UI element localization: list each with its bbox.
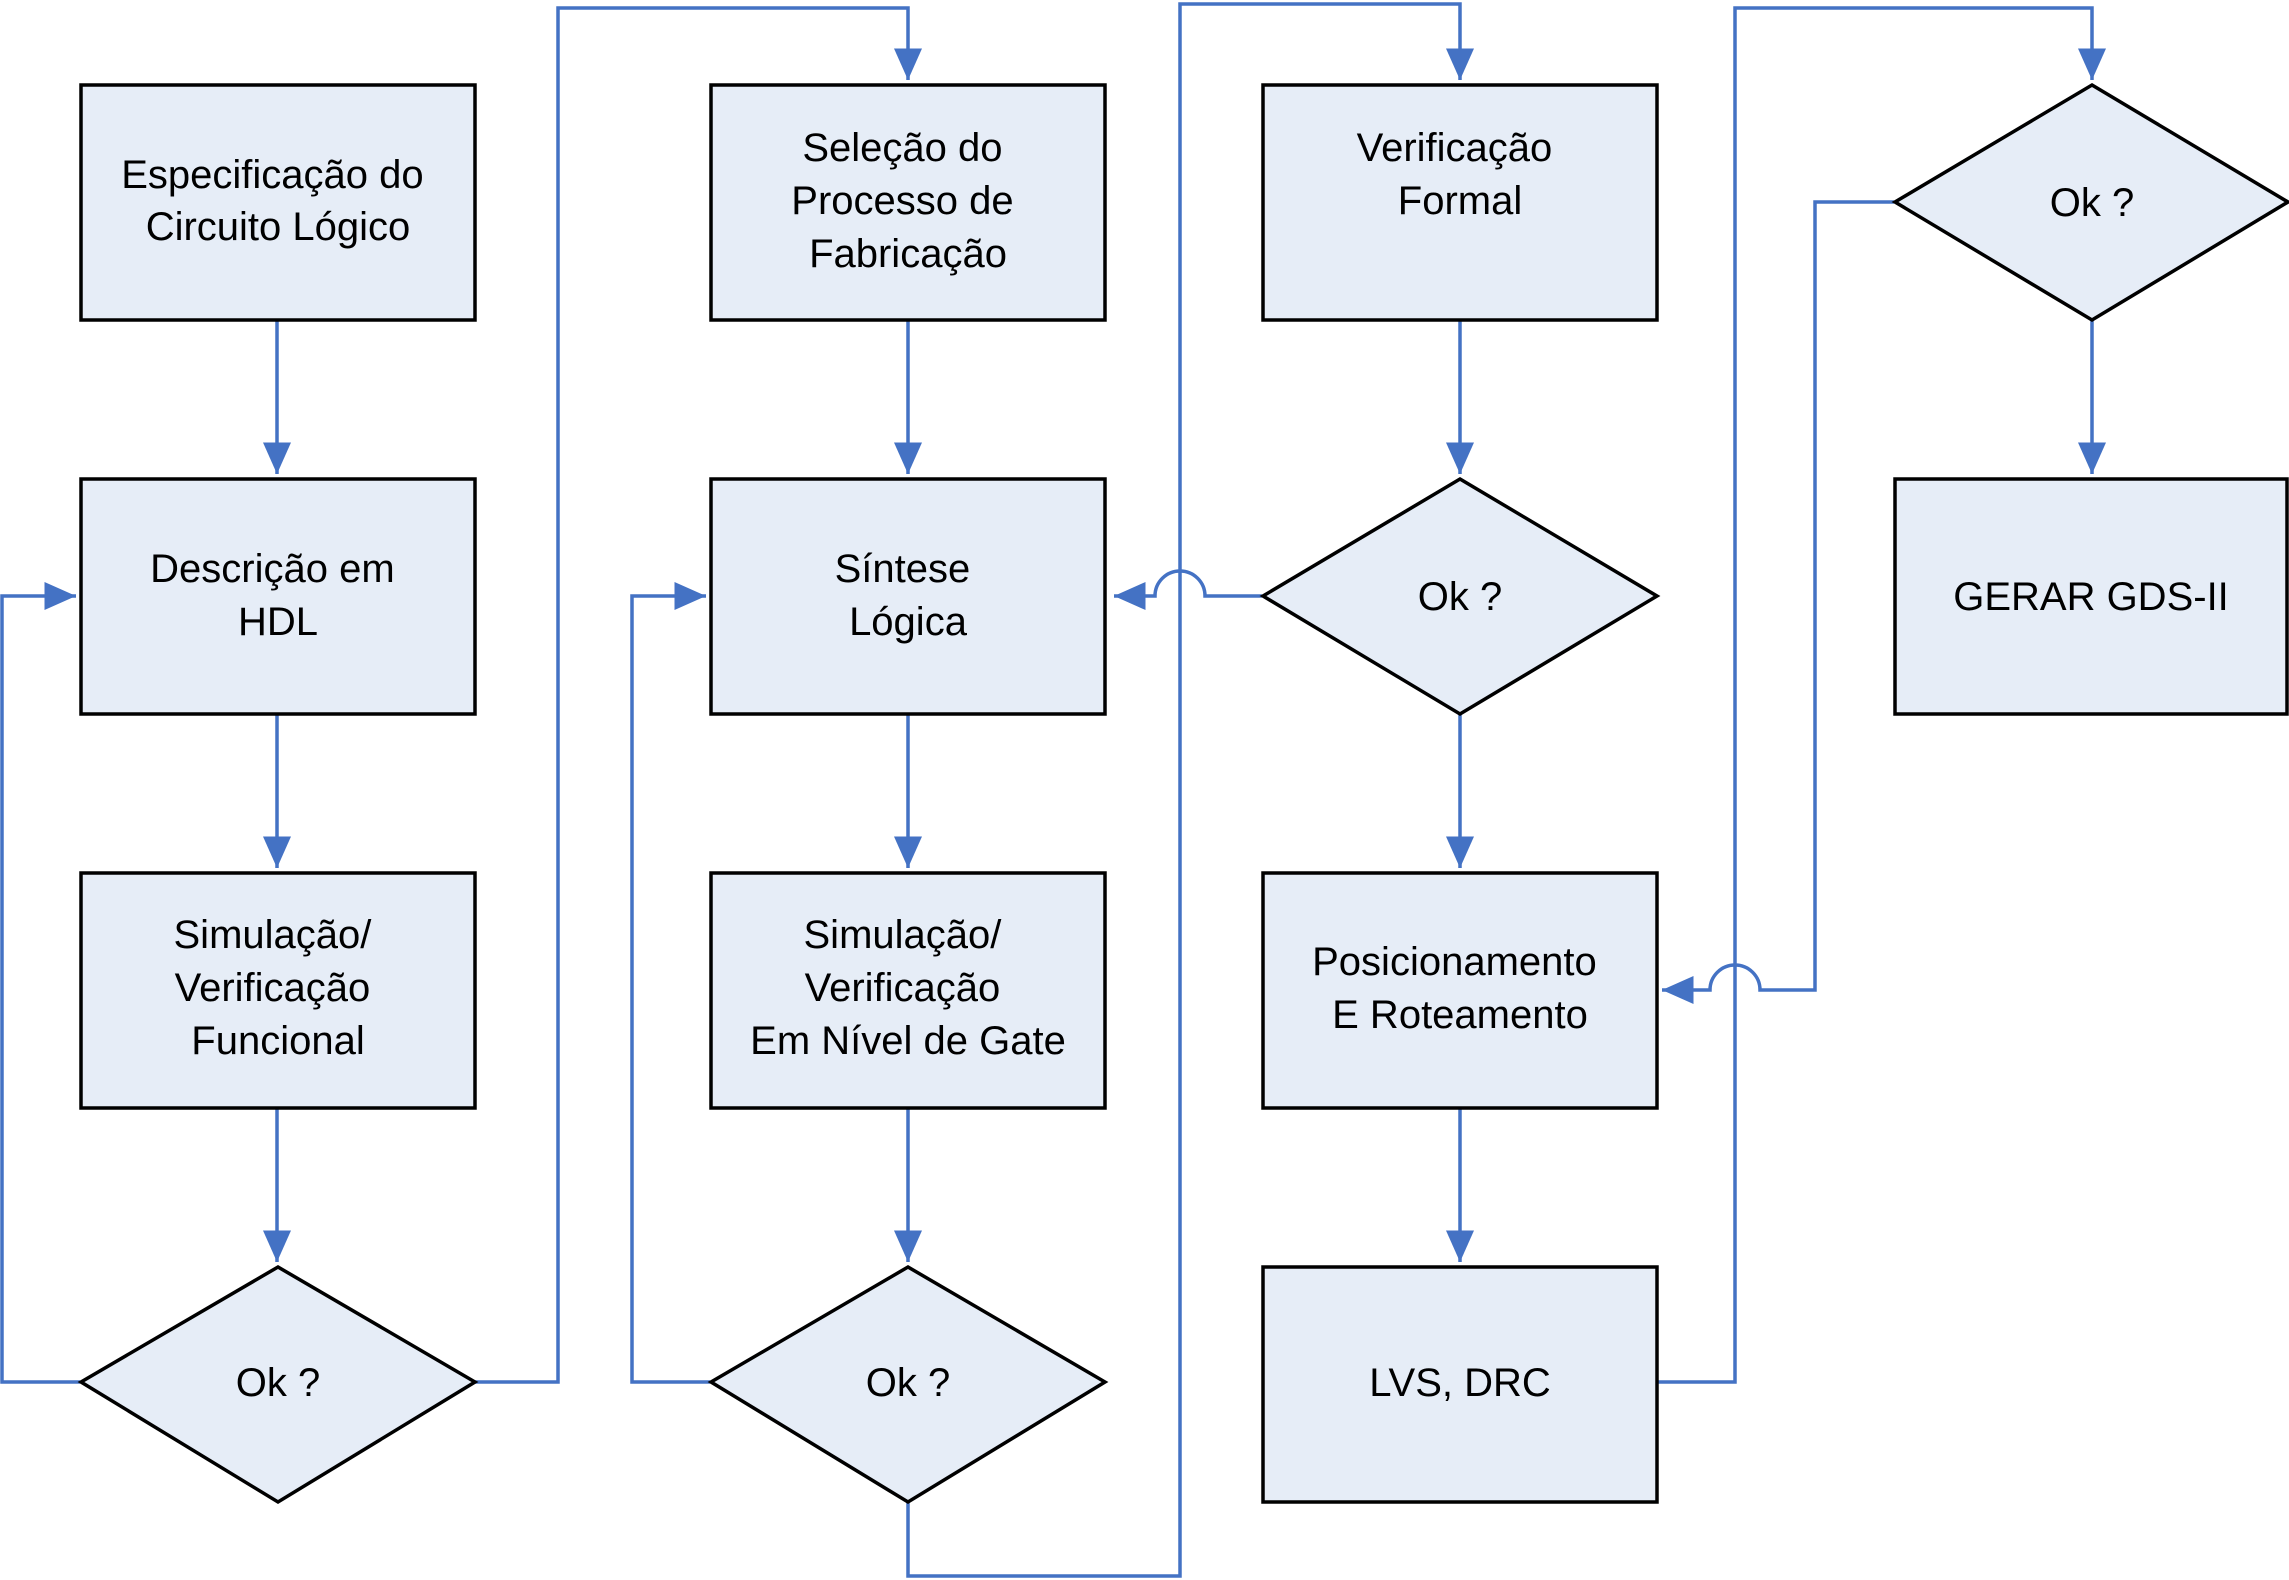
node-formal-label: Verificação Formal [1357, 126, 1564, 223]
loop-ok3-back-to-synth [1114, 569, 1262, 610]
node-gds-label: GERAR GDS-II [1953, 575, 2229, 619]
node-place-route: Posicionamento E Roteamento [1261, 871, 1659, 1110]
node-hdl: Descrição em HDL [79, 477, 477, 716]
node-sim-func: Simulação/ Verificação Funcional [79, 871, 477, 1110]
node-ok1-label: Ok ? [236, 1361, 320, 1405]
node-process: Seleção do Processo de Fabricação [709, 83, 1107, 322]
node-ok1: Ok ? [77, 1264, 479, 1505]
node-lvs-drc: LVS, DRC [1261, 1265, 1659, 1504]
node-sim-gate-label: Simulação/ Verificação Em Nível de Gate [750, 913, 1066, 1063]
arrow-ok1-to-process [474, 6, 922, 1384]
node-ok4: Ok ? [1891, 82, 2289, 323]
node-synth: Síntese Lógica [709, 477, 1107, 716]
loop-ok2-back-to-synth [630, 582, 710, 1384]
node-spec: Especificação do Circuito Lógico [79, 83, 477, 322]
node-ok4-label: Ok ? [2050, 181, 2134, 225]
arrow-ok2-to-formal [906, 2, 1474, 1578]
node-process-label: Seleção do Processo de Fabricação [791, 126, 1024, 276]
node-sim-func-label: Simulação/ Verificação Funcional [174, 913, 383, 1063]
node-ok3: Ok ? [1259, 476, 1661, 717]
node-ok2: Ok ? [707, 1264, 1109, 1505]
loop-ok4-back-to-place-route [1662, 200, 1894, 1004]
node-gds: GERAR GDS-II [1893, 477, 2289, 716]
arrow-lvs-drc-to-ok4 [1658, 6, 2106, 1384]
connectors [0, 2, 2106, 1578]
node-ok3-label: Ok ? [1418, 575, 1502, 619]
node-formal: Verificação Formal [1261, 83, 1659, 322]
node-hdl-label: Descrição em HDL [150, 547, 406, 644]
node-place-route-label: Posicionamento E Roteamento [1312, 940, 1608, 1037]
node-lvs-drc-label: LVS, DRC [1369, 1361, 1551, 1405]
loop-ok1-back-to-hdl [0, 582, 80, 1384]
node-spec-label: Especificação do Circuito Lógico [121, 153, 435, 249]
node-synth-label: Síntese Lógica [835, 547, 982, 644]
node-ok2-label: Ok ? [866, 1361, 950, 1405]
node-sim-gate: Simulação/ Verificação Em Nível de Gate [709, 871, 1107, 1110]
